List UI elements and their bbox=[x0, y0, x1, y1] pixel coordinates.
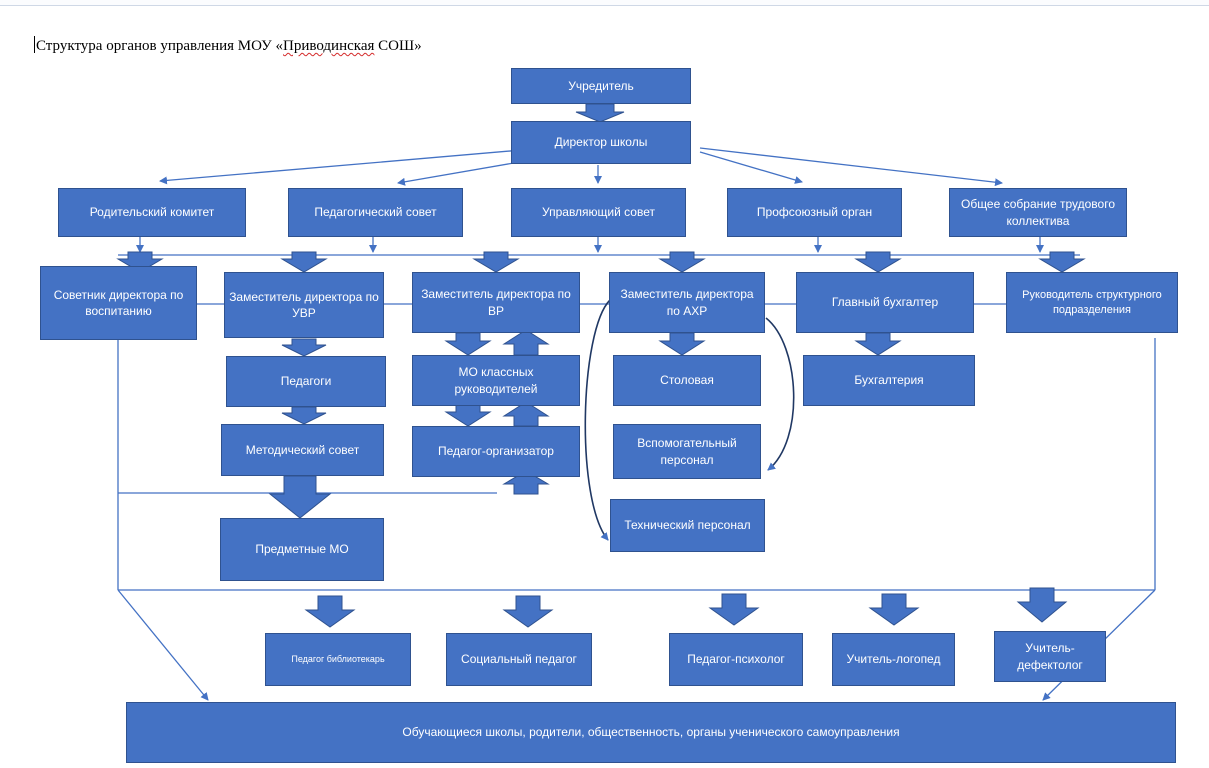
box-trade-union: Профсоюзный орган bbox=[727, 188, 902, 237]
box-defectologist: Учитель-дефектолог bbox=[994, 631, 1106, 682]
box-chief-accountant: Главный бухгалтер bbox=[796, 272, 974, 333]
title-text-start: Структура органов управления МОУ « bbox=[36, 38, 283, 54]
label-accounting: Бухгалтерия bbox=[854, 373, 924, 388]
label-subject-mo: Предметные МО bbox=[255, 542, 349, 557]
block-arrow-vr-down bbox=[444, 332, 492, 356]
box-teacher-organizer: Педагог-организатор bbox=[412, 426, 580, 477]
label-canteen: Столовая bbox=[660, 373, 714, 388]
block-arrow-to-methodical bbox=[281, 406, 327, 425]
block-arrow-to-canteen bbox=[658, 332, 706, 356]
label-upbringing-advisor: Советник директора по воспитанию bbox=[53, 287, 184, 318]
box-subject-mo: Предметные МО bbox=[220, 518, 384, 581]
box-teachers: Педагоги bbox=[226, 356, 386, 407]
box-deputy-ahr: Заместитель директора по АХР bbox=[609, 272, 765, 333]
block-arrow-to-chief-accountant bbox=[854, 251, 902, 273]
box-technical-staff: Технический персонал bbox=[610, 499, 765, 552]
block-arrow-to-deputy-uvr bbox=[280, 251, 328, 273]
block-arrow-to-defectologist bbox=[1016, 587, 1068, 623]
label-trade-union: Профсоюзный орган bbox=[756, 205, 873, 220]
label-director: Директор школы bbox=[554, 135, 648, 150]
label-founder: Учредитель bbox=[568, 78, 634, 93]
block-arrow-to-speech bbox=[868, 593, 920, 626]
connector-director-union bbox=[699, 151, 803, 184]
box-governing-council: Управляющий совет bbox=[511, 188, 686, 237]
label-parent-committee: Родительский комитет bbox=[89, 205, 215, 220]
box-librarian: Педагог библиотекарь bbox=[265, 633, 411, 686]
box-upbringing-advisor: Советник директора по воспитанию bbox=[40, 266, 197, 340]
box-general-meeting: Общее собрание трудового коллектива bbox=[949, 188, 1127, 237]
label-methodical-council: Методический совет bbox=[245, 442, 360, 457]
block-arrow-to-librarian bbox=[304, 595, 356, 628]
block-arrow-to-deputy-ahr bbox=[658, 251, 706, 273]
block-arrow-to-deputy-vr bbox=[472, 251, 520, 273]
box-psychologist: Педагог-психолог bbox=[669, 633, 803, 686]
connector-director-parents bbox=[159, 147, 546, 185]
block-arrow-to-accounting bbox=[854, 332, 902, 356]
label-deputy-ahr: Заместитель директора по АХР bbox=[620, 287, 754, 318]
block-arrow-to-unit-head bbox=[1038, 251, 1086, 273]
label-pedagogical-council: Педагогический совет bbox=[314, 205, 437, 220]
block-arrow-organizer-up bbox=[502, 401, 550, 427]
box-deputy-vr: Заместитель директора по ВР bbox=[412, 272, 580, 333]
connector-director-meeting bbox=[699, 147, 1003, 187]
label-teachers: Педагоги bbox=[280, 374, 332, 389]
block-arrow-to-teachers bbox=[281, 338, 327, 357]
title-text-end: СОШ» bbox=[374, 38, 422, 54]
text-cursor bbox=[34, 36, 35, 53]
box-auxiliary-staff: Вспомогательный персонал bbox=[613, 424, 761, 479]
box-class-teachers-mo: МО классных руководителей bbox=[412, 355, 580, 406]
label-deputy-vr: Заместитель директора по ВР bbox=[421, 287, 571, 318]
label-students: Обучающиеся школы, родители, общественно… bbox=[402, 725, 900, 740]
curve-ahr-left bbox=[584, 299, 611, 541]
label-teacher-organizer: Педагог-организатор bbox=[438, 444, 554, 459]
block-arrow-founder-director bbox=[575, 103, 625, 123]
label-social-pedagogue: Социальный педагог bbox=[461, 652, 577, 667]
block-arrow-mo-down bbox=[444, 403, 492, 427]
label-chief-accountant: Главный бухгалтер bbox=[831, 295, 939, 310]
box-pedagogical-council: Педагогический совет bbox=[288, 188, 463, 237]
box-canteen: Столовая bbox=[613, 355, 761, 406]
label-general-meeting: Общее собрание трудового коллектива bbox=[960, 197, 1115, 228]
box-unit-head: Руководитель структурного подразделения bbox=[1006, 272, 1178, 333]
box-accounting: Бухгалтерия bbox=[803, 355, 975, 406]
label-speech-therapist: Учитель-логопед bbox=[846, 652, 941, 667]
box-social-pedagogue: Социальный педагог bbox=[446, 633, 592, 686]
box-director: Директор школы bbox=[511, 121, 691, 164]
label-psychologist: Педагог-психолог bbox=[687, 652, 785, 667]
box-deputy-uvr: Заместитель директора по УВР bbox=[224, 272, 384, 338]
label-governing-council: Управляющий совет bbox=[542, 205, 655, 220]
block-arrow-to-advisor bbox=[116, 251, 164, 273]
label-deputy-uvr: Заместитель директора по УВР bbox=[229, 289, 379, 320]
title-text-spellcheck-word: Приводинская bbox=[283, 38, 375, 54]
label-defectologist: Учитель-дефектолог bbox=[1017, 641, 1083, 672]
document-top-border bbox=[0, 0, 1209, 6]
document-title: Структура органов управления МОУ «Привод… bbox=[34, 36, 422, 55]
box-founder: Учредитель bbox=[511, 68, 691, 104]
curve-ahr-right bbox=[765, 317, 795, 471]
connector-to-students-left bbox=[117, 589, 209, 701]
block-arrow-to-psychologist bbox=[708, 593, 760, 626]
box-students: Обучающиеся школы, родители, общественно… bbox=[126, 702, 1176, 763]
box-methodical-council: Методический совет bbox=[221, 424, 384, 476]
box-parent-committee: Родительский комитет bbox=[58, 188, 246, 237]
block-arrow-bus-up bbox=[502, 470, 550, 495]
block-arrow-to-subject-mo bbox=[268, 475, 332, 519]
block-arrow-to-social bbox=[502, 595, 554, 628]
label-librarian: Педагог библиотекарь bbox=[291, 653, 385, 664]
label-technical-staff: Технический персонал bbox=[624, 518, 751, 533]
label-unit-head: Руководитель структурного подразделения bbox=[1022, 289, 1162, 316]
block-arrow-mo-up bbox=[502, 329, 550, 356]
box-speech-therapist: Учитель-логопед bbox=[832, 633, 955, 686]
label-auxiliary-staff: Вспомогательный персонал bbox=[637, 436, 737, 467]
label-class-teachers-mo: МО классных руководителей bbox=[454, 365, 538, 396]
